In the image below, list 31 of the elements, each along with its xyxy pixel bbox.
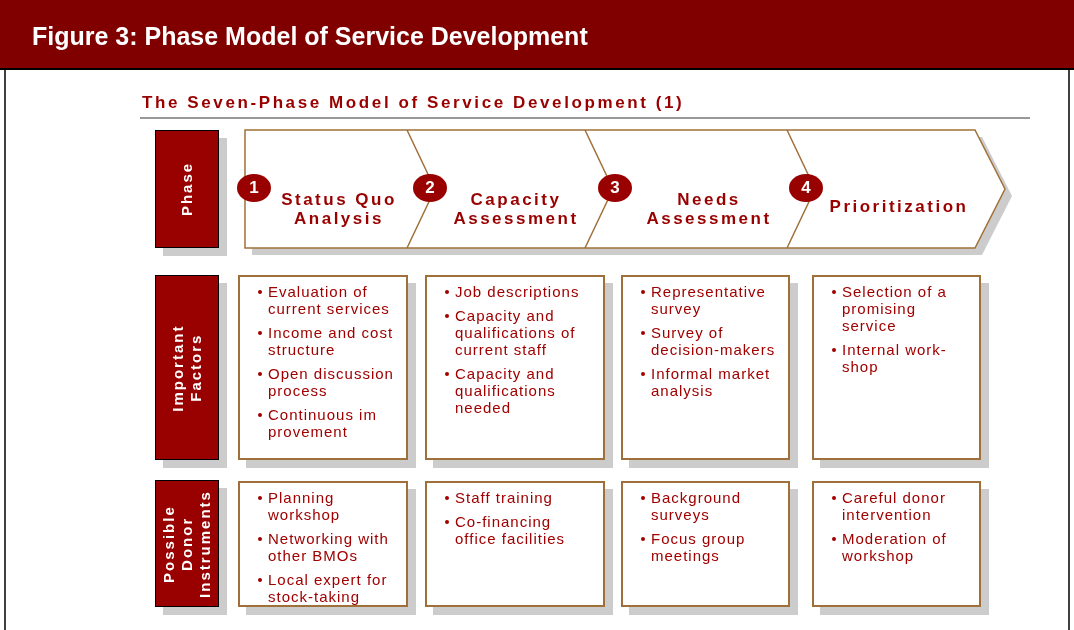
subtitle: The Seven-Phase Model of Service Development (1): [142, 93, 685, 113]
bullet-item: Selection of a promising service: [842, 283, 948, 334]
phase-number-badge: 1: [237, 174, 271, 202]
phase-title: Status Quo Analysis: [280, 190, 398, 228]
bullet-item: Capacity and qualifications of current staff: [455, 307, 577, 358]
bullet-item: Informal market analysis: [651, 365, 772, 399]
row-header-label: Important Factors: [169, 322, 205, 414]
row-header-label: Phase: [178, 161, 196, 217]
bullet-item: Evaluation of current services: [268, 283, 391, 317]
phase-title: Prioritization: [828, 197, 970, 216]
bullet-item: Planning workshop: [268, 489, 342, 523]
bullet-item: Moderation of workshop: [842, 530, 948, 564]
bullet-item: Continuous im provement: [268, 406, 378, 440]
bullet-item: Capacity and qualifications needed: [455, 365, 557, 416]
bullet-item: Focus group meetings: [651, 530, 747, 564]
bullet-item: Representative survey: [651, 283, 767, 317]
bullet-item: Survey of decision-makers: [651, 324, 777, 358]
row-header-label: Possible Donor Instruments: [160, 489, 214, 598]
phase-title: Needs Assessment: [645, 190, 773, 228]
phase-title: Capacity Assessment: [452, 190, 580, 228]
bullet-item: Internal work- shop: [842, 341, 948, 375]
bullet-item: Networking with other BMOs: [268, 530, 390, 564]
bullet-item: Background surveys: [651, 489, 743, 523]
bullet-item: Careful donor intervention: [842, 489, 947, 523]
bullet-item: Staff training: [455, 489, 553, 506]
bullet-item: Open discussion process: [268, 365, 395, 399]
bullet-item: Income and cost structure: [268, 324, 395, 358]
title: Figure 3: Phase Model of Service Development: [32, 22, 588, 51]
bullet-item: Co-financing office facilities: [455, 513, 567, 547]
bullet-item: Job descriptions: [455, 283, 580, 300]
bullet-item: Local expert for stock-taking: [268, 571, 389, 605]
